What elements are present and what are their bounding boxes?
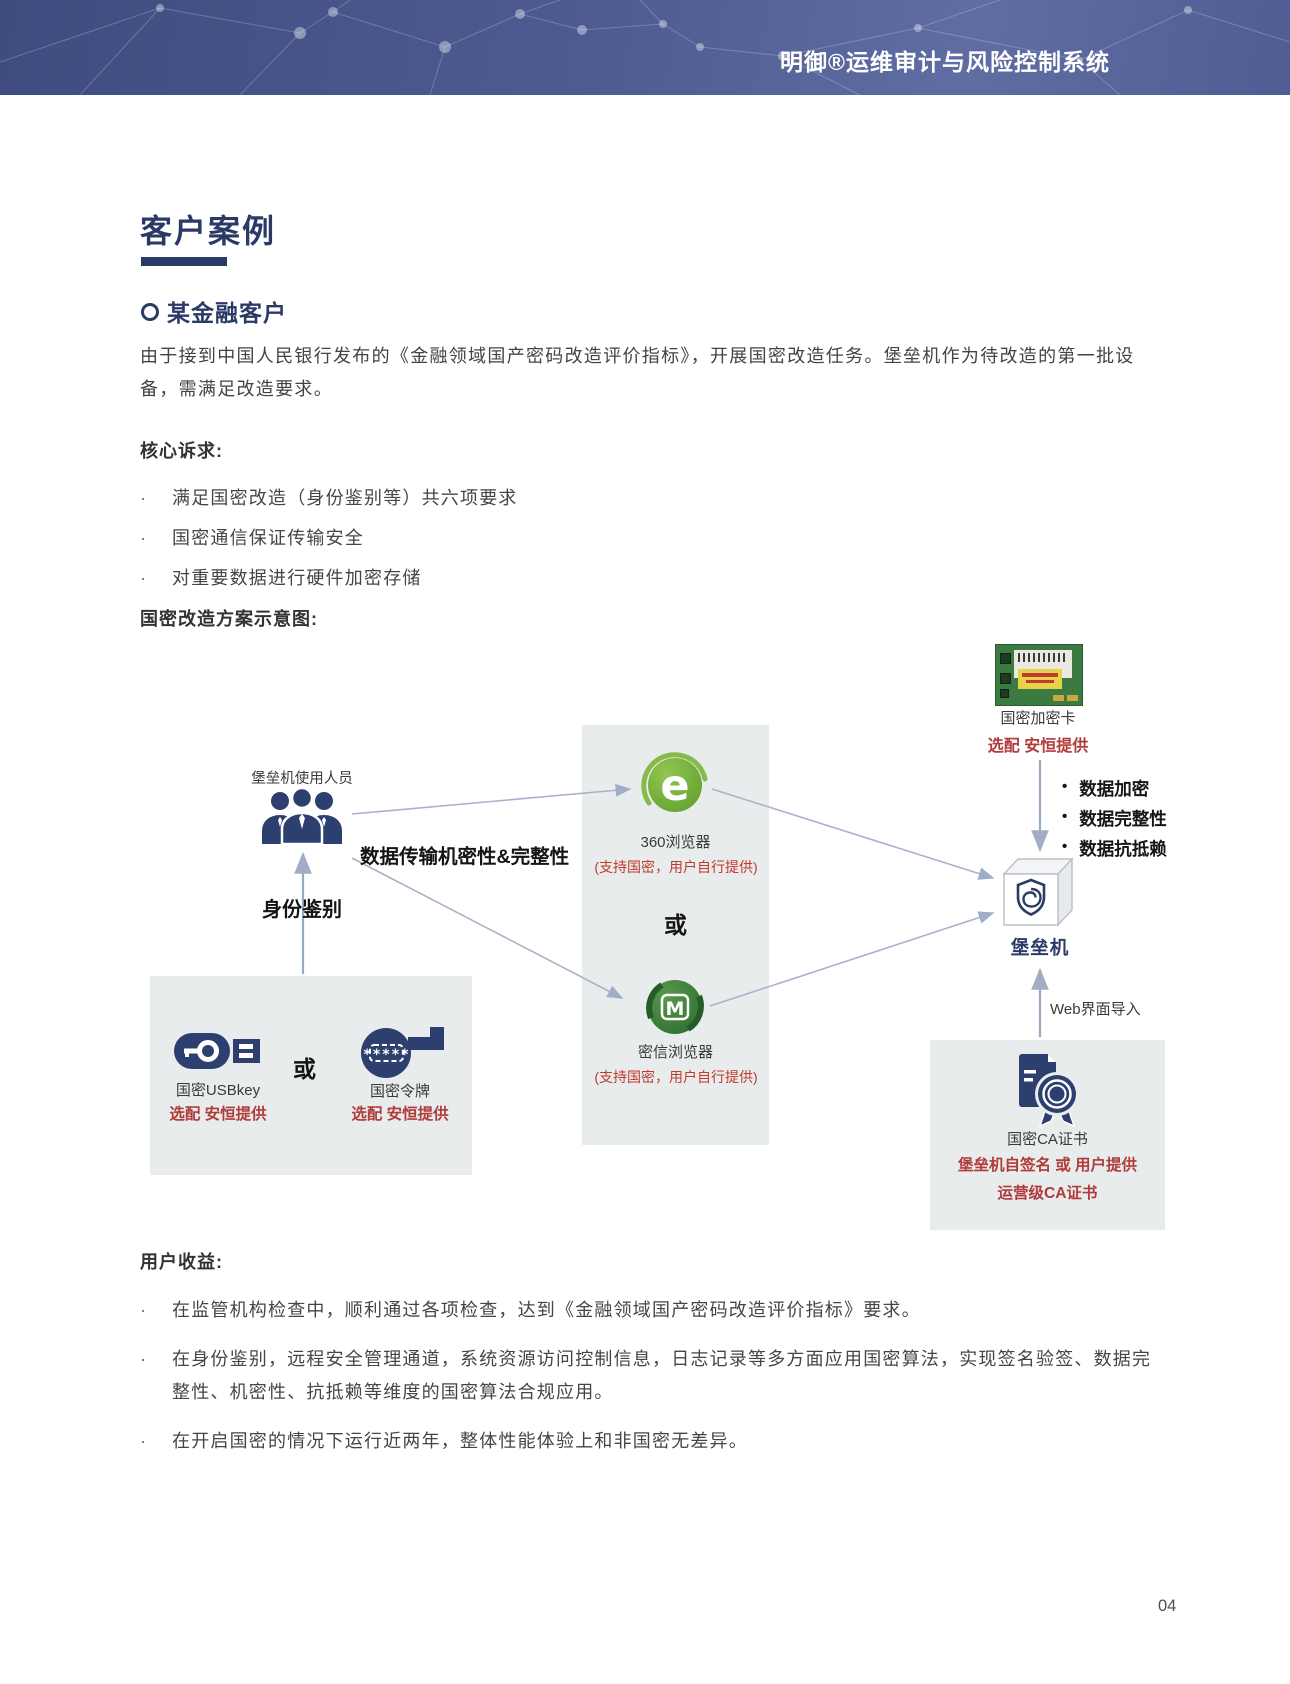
users-label: 堡垒机使用人员: [251, 771, 353, 787]
browser-360-icon: e: [641, 752, 708, 812]
browser-360-note: (支持国密，用户自行提供): [594, 859, 758, 875]
benefit-item: · 在监管机构检查中，顺利通过各项检查，达到《金融领域国产密码改造评价指标》要求…: [140, 1294, 1160, 1327]
token-stars: *****: [363, 1047, 410, 1063]
bullet-icon: •: [1062, 808, 1068, 825]
token-icon: *****: [361, 1027, 444, 1078]
benefit-item: · 在身份鉴别，远程安全管理通道，系统资源访问控制信息，日志记录等多方面应用国密…: [140, 1343, 1160, 1409]
bastion-feature-item: • 数据加密: [1062, 776, 1149, 801]
benefits-label: 用户收益:: [140, 1252, 223, 1272]
ca-cert-icon: [1019, 1054, 1079, 1128]
bullet-icon: •: [1062, 778, 1068, 795]
page-header: 明御®运维审计与风险控制系统: [0, 0, 1290, 96]
bastion-feature-item: • 数据完整性: [1062, 806, 1167, 831]
browser-mixin-note: (支持国密，用户自行提供): [594, 1069, 758, 1085]
browser-mixin-glyph: M: [666, 998, 685, 1020]
browser-mixin-icon: M: [646, 980, 704, 1034]
bastion-feature-text: 数据完整性: [1079, 809, 1167, 829]
case-bullet-ring-icon: [141, 303, 159, 321]
diagram-label: 国密改造方案示意图:: [140, 609, 318, 629]
bastion-feature-text: 数据抗抵赖: [1079, 839, 1167, 859]
users-group-icon: [262, 786, 342, 844]
core-demand-text: 满足国密改造（身份鉴别等）共六项要求: [172, 488, 518, 508]
auth-options-box: [150, 976, 472, 1175]
usbkey-note: 选配 安恒提供: [169, 1106, 267, 1123]
product-title: 明御®运维审计与风险控制系统: [780, 49, 1110, 75]
benefit-item: · 在开启国密的情况下运行近两年，整体性能体验上和非国密无差异。: [140, 1425, 1160, 1458]
page-number: 04: [1158, 1597, 1177, 1615]
title-underline: [141, 257, 227, 266]
core-demand-text: 国密通信保证传输安全: [172, 528, 364, 548]
browser-360-label: 360浏览器: [640, 834, 711, 851]
bastion-feature-text: 数据加密: [1079, 779, 1150, 799]
or-auth-label: 或: [293, 1056, 316, 1082]
core-demand-item: · 国密通信保证传输安全: [140, 522, 1160, 555]
encryption-card-image: [995, 644, 1083, 706]
bastion-label: 堡垒机: [1010, 937, 1070, 958]
page-title: 客户案例: [140, 213, 277, 249]
bullet-dot: ·: [140, 488, 146, 508]
bullet-icon: •: [1062, 838, 1068, 855]
usbkey-icon: [174, 1033, 260, 1069]
core-demand-text: 对重要数据进行硬件加密存储: [172, 568, 422, 588]
core-demands-label: 核心诉求:: [140, 441, 223, 461]
token-label: 国密令牌: [369, 1083, 430, 1100]
bullet-dot: ·: [140, 1431, 146, 1451]
card-yellow-sticker: [1018, 669, 1062, 689]
benefit-text: 在开启国密的情况下运行近两年，整体性能体验上和非国密无差异。: [172, 1431, 748, 1451]
browser-360-glyph: e: [660, 761, 689, 811]
identity-label: 身份鉴别: [262, 899, 342, 921]
benefit-text: 在身份鉴别，远程安全管理通道，系统资源访问控制信息，日志记录等多方面应用国密算法…: [172, 1349, 1152, 1402]
usbkey-label: 国密USBkey: [175, 1082, 261, 1099]
bullet-dot: ·: [140, 1300, 146, 1320]
case-title: 某金融客户: [167, 300, 287, 326]
browser-mixin-label: 密信浏览器: [637, 1044, 713, 1061]
bastion-cube-icon: [1002, 857, 1074, 927]
card-barcode: [1018, 653, 1068, 662]
bastion-feature-item: • 数据抗抵赖: [1062, 836, 1167, 861]
bullet-dot: ·: [140, 568, 146, 588]
core-demand-item: · 对重要数据进行硬件加密存储: [140, 562, 1160, 595]
bullet-dot: ·: [140, 1349, 146, 1369]
network-pattern-decoration: [0, 0, 1290, 96]
benefit-text: 在监管机构检查中，顺利通过各项检查，达到《金融领域国产密码改造评价指标》要求。: [172, 1300, 921, 1320]
encryption-card-note: 选配 安恒提供: [987, 738, 1089, 755]
or-browsers-label: 或: [664, 912, 687, 938]
ca-cert-note-line2: 运营级CA证书: [997, 1185, 1098, 1202]
ca-cert-label: 国密CA证书: [1007, 1131, 1088, 1148]
encryption-card-label: 国密加密卡: [1000, 710, 1076, 727]
web-import-label: Web界面导入: [1050, 1001, 1141, 1018]
core-demand-item: · 满足国密改造（身份鉴别等）共六项要求: [140, 482, 1160, 515]
bullet-dot: ·: [140, 528, 146, 548]
token-note: 选配 安恒提供: [351, 1106, 449, 1123]
transfer-label: 数据传输机密性&完整性: [360, 846, 570, 868]
intro-paragraph: 由于接到中国人民银行发布的《金融领域国产密码改造评价指标》，开展国密改造任务。堡…: [140, 346, 1135, 399]
ca-cert-note-line1: 堡垒机自签名 或 用户提供: [957, 1157, 1138, 1174]
